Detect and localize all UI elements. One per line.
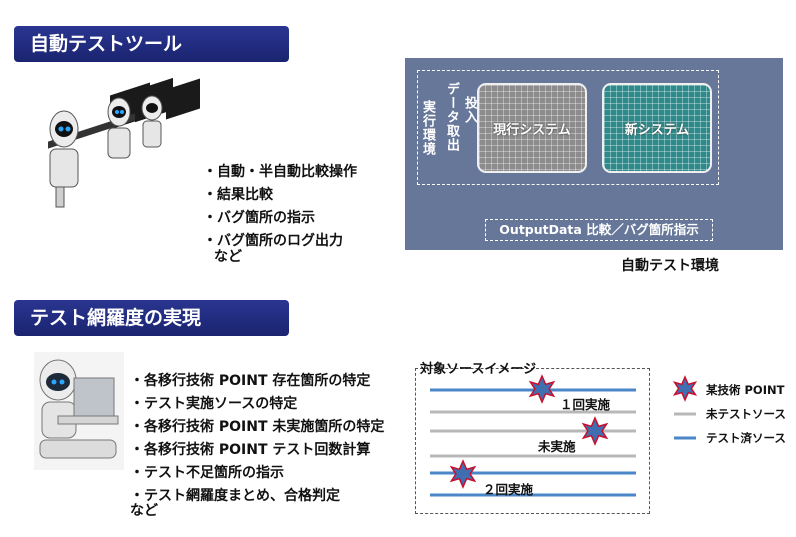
list-item: ・テスト不足箇所の指示 xyxy=(130,462,384,485)
list-tail-etc: など xyxy=(130,500,158,520)
execution-env-label: 実行環境 xyxy=(418,100,437,156)
legend-tested-label: テスト済ソース xyxy=(706,430,786,446)
data-extract-label: データ取出 xyxy=(442,82,461,152)
auto-test-features-list: ・自動・半自動比較操作 ・結果比較 ・バグ箇所の指示 ・バグ箇所のログ出力 xyxy=(203,161,357,253)
current-system-box: 現行システム xyxy=(477,83,587,173)
robots-at-computers-illustration xyxy=(48,78,200,207)
label-executed-twice: ２回実施 xyxy=(483,479,533,498)
legend-untested-label: 未テストソース xyxy=(706,406,786,422)
new-system-box: 新システム xyxy=(602,83,712,173)
label-not-executed: 未実施 xyxy=(538,436,576,455)
source-image-title: 対象ソースイメージ xyxy=(420,358,536,377)
list-item: ・結果比較 xyxy=(203,184,357,207)
list-item: ・各移行技術 POINT 存在箇所の特定 xyxy=(130,370,384,393)
legend-star-icon xyxy=(675,377,696,400)
coverage-features-list: ・各移行技術 POINT 存在箇所の特定 ・テスト実施ソースの特定 ・各移行技術… xyxy=(130,370,384,508)
section-title-test-coverage: テスト網羅度の実現 xyxy=(14,300,289,336)
env-caption: 自動テスト環境 xyxy=(621,255,719,275)
list-item: ・テスト網羅度まとめ、合格判定 xyxy=(130,485,384,508)
robot-with-laptop-illustration xyxy=(34,352,124,470)
legend-point-label: 某技術 POINT xyxy=(706,382,784,398)
label-executed-once: １回実施 xyxy=(560,394,610,413)
list-item: ・バグ箇所の指示 xyxy=(203,207,357,230)
list-item: ・自動・半自動比較操作 xyxy=(203,161,357,184)
list-item: ・テスト実施ソースの特定 xyxy=(130,393,384,416)
list-item: ・各移行技術 POINT テスト回数計算 xyxy=(130,439,384,462)
list-tail-etc: など xyxy=(214,246,242,266)
list-item: ・各移行技術 POINT 未実施箇所の特定 xyxy=(130,416,384,439)
output-compare-box: OutputData 比較／バグ箇所指示 xyxy=(485,219,713,241)
